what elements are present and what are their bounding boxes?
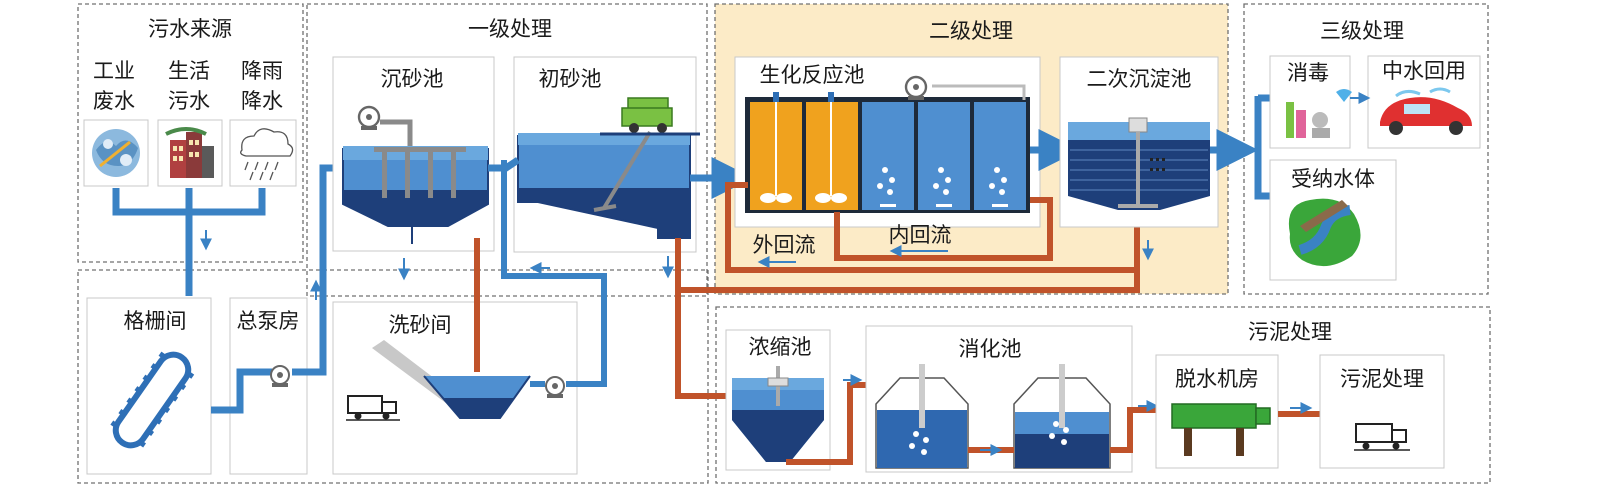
bar-screen-icon [110, 351, 195, 449]
sand-truck-icon [346, 395, 400, 421]
primary-tank-label: 初砂池 [539, 67, 602, 91]
source-collection-pipes [112, 188, 266, 296]
primary-section-frame [306, 3, 708, 297]
scraper-truck-icon [600, 97, 700, 136]
source-label-2b: 污水 [168, 89, 210, 113]
digester-label: 消化池 [959, 337, 1022, 361]
digester-tank-1 [875, 364, 969, 469]
tertiary-section-frame [1243, 3, 1489, 295]
blower-icon-bio [904, 75, 928, 100]
domestic-sewage-icon [165, 127, 214, 178]
thickener-tank [732, 366, 824, 462]
thickener-label: 浓缩池 [749, 335, 812, 359]
primary-tank-vessel [517, 130, 691, 239]
secondary-clarifier-tank [1068, 117, 1210, 210]
dewatering-machine-icon [1171, 403, 1271, 456]
grit-chamber-tank [342, 119, 489, 227]
digester-tank-2 [1013, 364, 1111, 469]
rainfall-icon [240, 128, 294, 181]
sand-classifier [372, 340, 531, 419]
receiving-water-icon [1288, 198, 1361, 267]
source-label-1a: 工业 [93, 59, 135, 83]
receiving-water-label: 受纳水体 [1291, 167, 1375, 191]
reclaimed-water-label: 中水回用 [1382, 59, 1466, 83]
sludge-section-frame [715, 306, 1491, 484]
source-label-3a: 降雨 [241, 59, 283, 83]
section-title-secondary: 二级处理 [929, 19, 1013, 43]
section-title-sludge: 污泥处理 [1248, 320, 1332, 344]
main-pump-icon [270, 365, 290, 387]
sand-pump-icon [545, 376, 565, 398]
disinfection-label: 消毒 [1287, 61, 1329, 85]
section-title-primary: 一级处理 [468, 17, 552, 41]
industrial-wastewater-icon [92, 129, 140, 177]
sludge-disposal-label: 污泥处理 [1340, 367, 1424, 391]
source-label-1b: 废水 [93, 89, 135, 113]
car-wash-icon [1380, 87, 1472, 135]
blower-icon-grit [357, 105, 381, 130]
sand-washing-label: 洗砂间 [389, 313, 452, 337]
sludge-truck-icon [1354, 423, 1410, 451]
disinfection-icon [1286, 89, 1352, 138]
secondary-clarifier-label: 二次沉淀池 [1087, 67, 1192, 91]
bioreactor-label: 生化反应池 [760, 63, 865, 87]
internal-return-label: 内回流 [889, 223, 952, 247]
pretreatment-section-frame [77, 269, 709, 484]
grille-room-label: 格栅间 [124, 309, 187, 333]
source-label-3b: 降水 [241, 89, 283, 113]
section-title-source: 污水来源 [148, 17, 232, 41]
bioreactor-vessel [745, 84, 1030, 213]
dewatering-label: 脱水机房 [1175, 367, 1259, 391]
pump-house-label: 总泵房 [237, 309, 300, 333]
section-title-tertiary: 三级处理 [1320, 19, 1404, 43]
source-label-2a: 生活 [168, 59, 210, 83]
external-return-label: 外回流 [753, 233, 816, 257]
grit-chamber-label: 沉砂池 [381, 67, 444, 91]
